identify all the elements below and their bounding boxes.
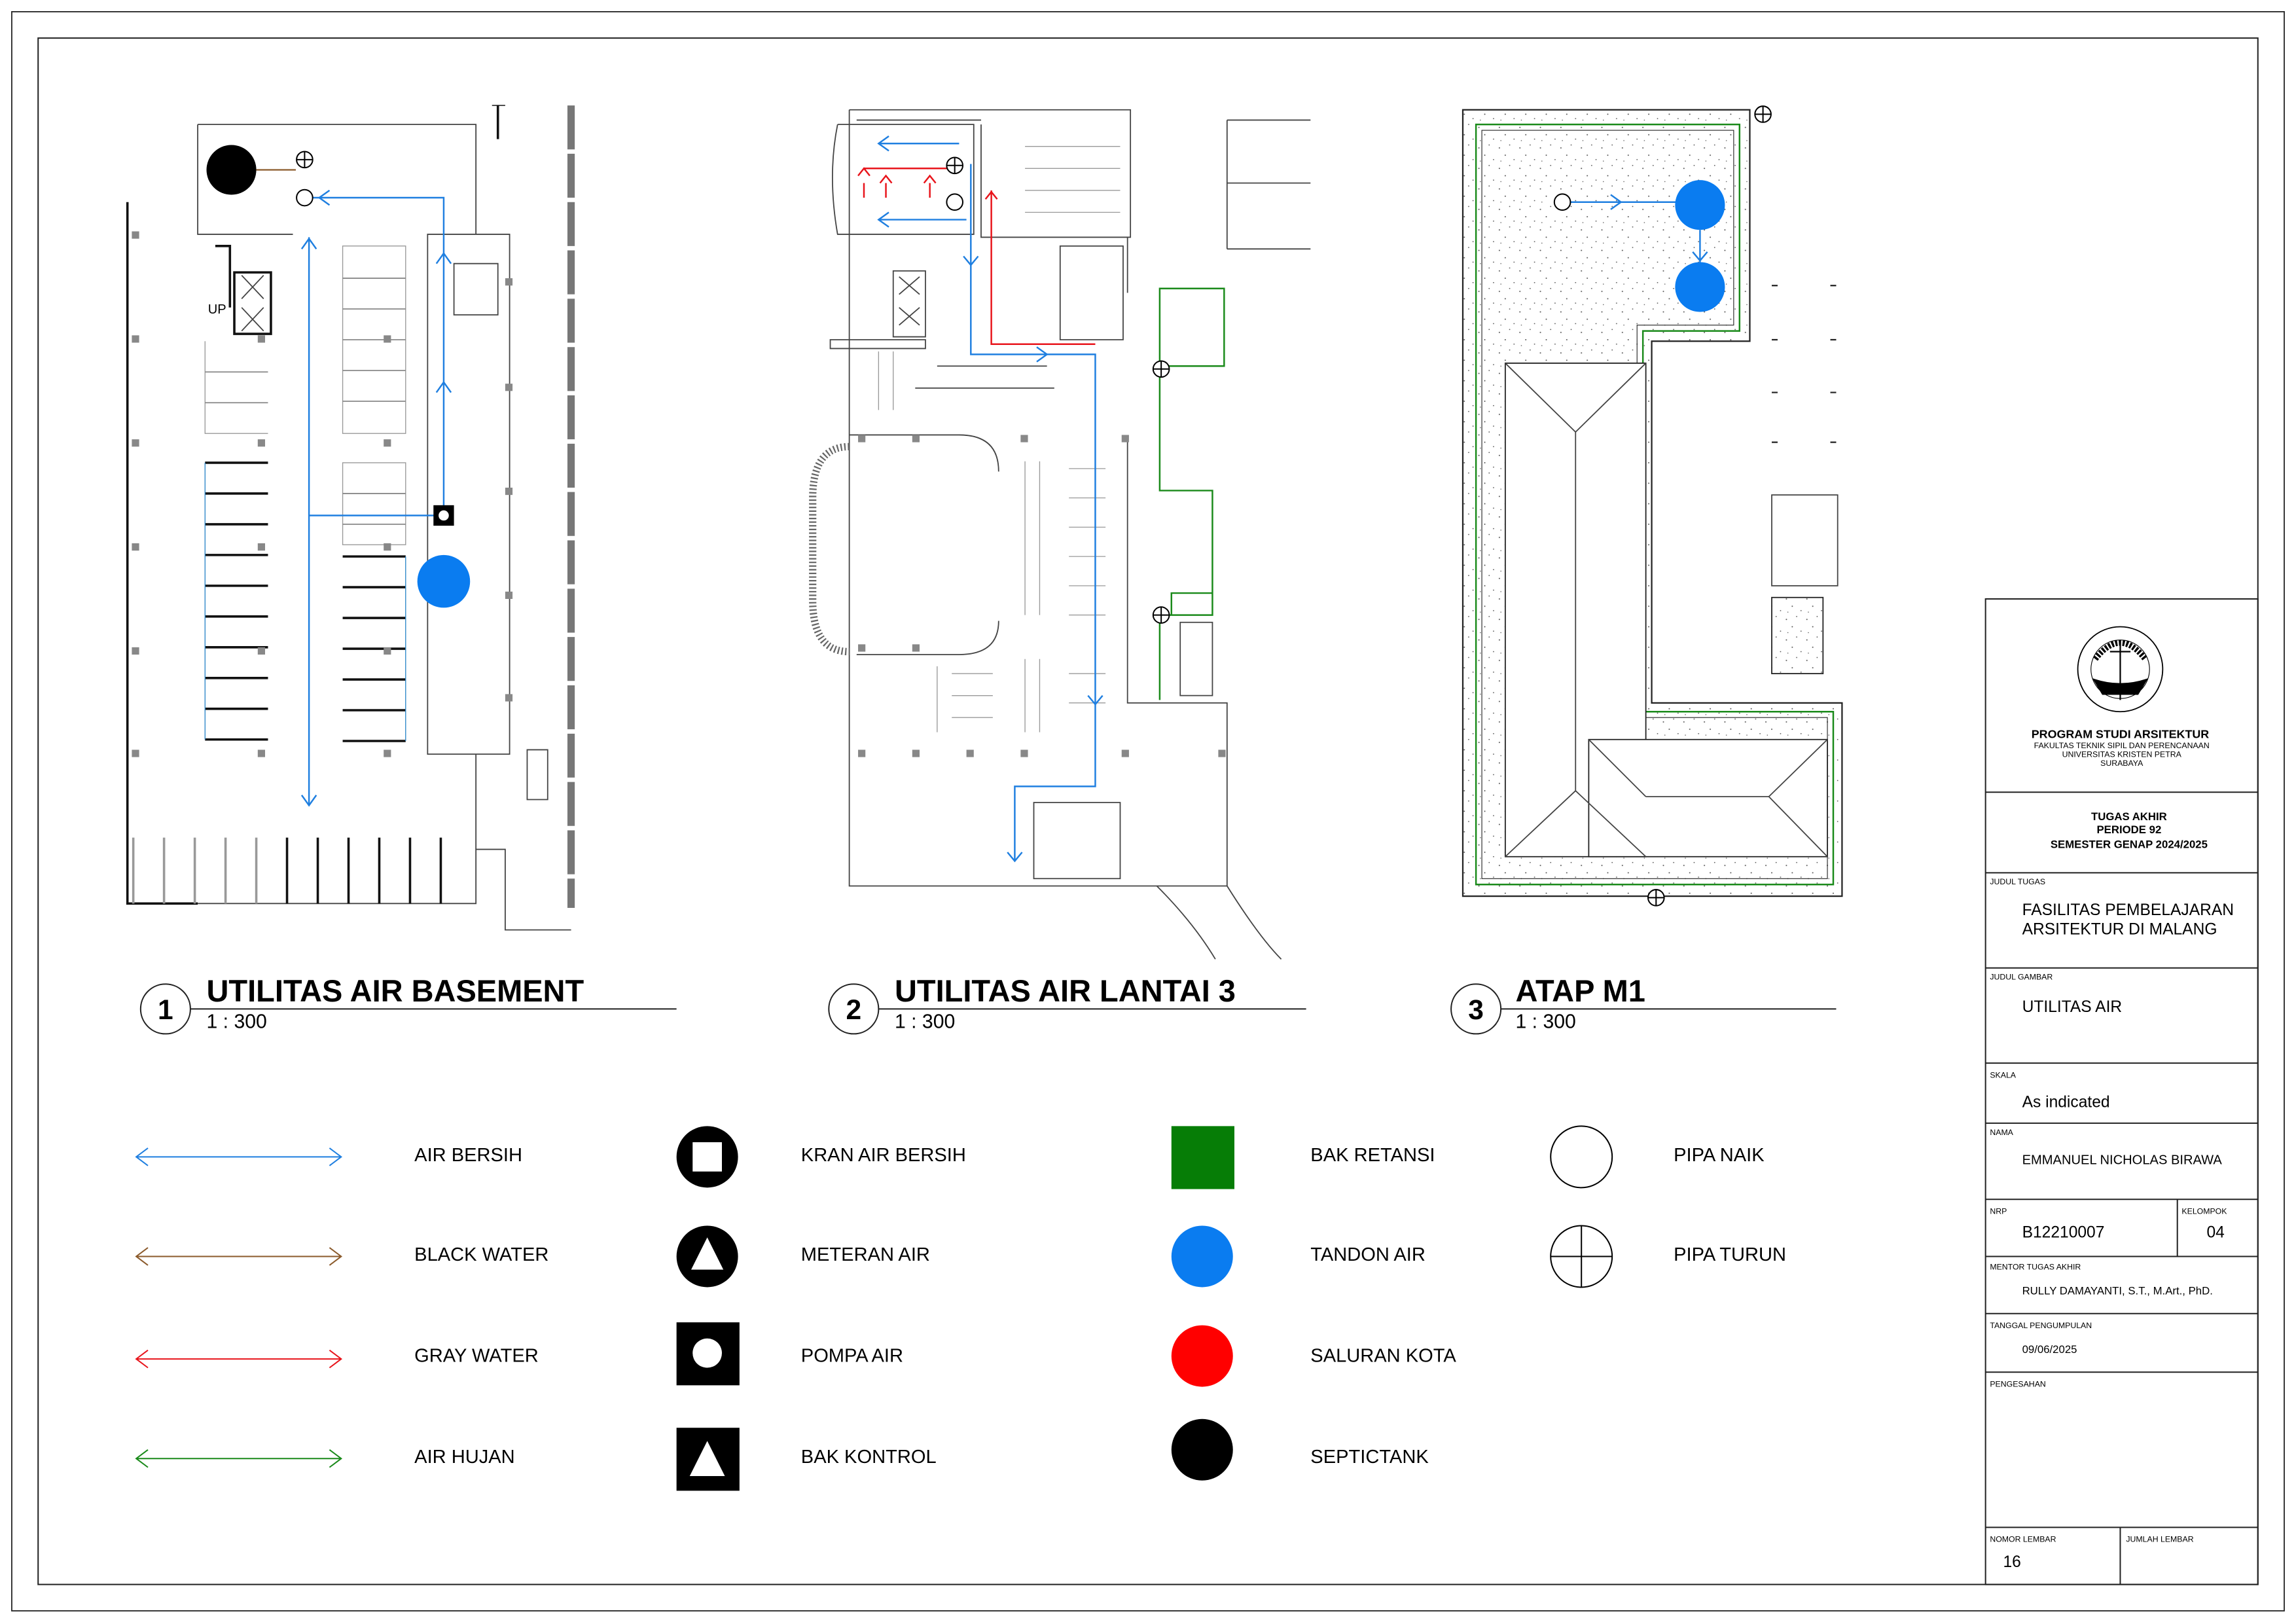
group-value: 04 xyxy=(2206,1223,2224,1241)
project-title-2: ARSITEKTUR DI MALANG xyxy=(2022,920,2217,938)
crossed-circle-icon xyxy=(1550,1225,1613,1288)
city-name: SURABAYA xyxy=(2100,759,2144,768)
legend-gray-water: GRAY WATER xyxy=(135,1346,539,1369)
plan-atap-m1 xyxy=(1462,105,1843,907)
double-arrow-icon xyxy=(135,1247,343,1266)
legend-label: SEPTICTANK xyxy=(1310,1447,1429,1468)
up-label: UP xyxy=(208,302,226,317)
legend: AIR BERSIH BLACK WATER GRAY WATER AIR HU… xyxy=(135,1125,1786,1491)
field-label: NRP xyxy=(1990,1207,2007,1216)
legend-label: BAK RETANSI xyxy=(1310,1145,1435,1166)
drawing-name: UTILITAS AIR xyxy=(2022,998,2123,1016)
legend-saluran-kota: SALURAN KOTA xyxy=(1171,1325,1456,1387)
field-label: JUDUL GAMBAR xyxy=(1990,973,2053,982)
field-label: NAMA xyxy=(1990,1128,2013,1137)
field-label: NOMOR LEMBAR xyxy=(1990,1535,2056,1544)
field-label: JUDUL TUGAS xyxy=(1990,877,2045,886)
legend-air-hujan: AIR HUJAN xyxy=(135,1447,515,1468)
drawing-number: 2 xyxy=(846,995,862,1026)
legend-label: PIPA NAIK xyxy=(1674,1145,1765,1166)
legend-label: AIR HUJAN xyxy=(414,1447,514,1468)
legend-pipa-turun: PIPA TURUN xyxy=(1550,1225,1786,1288)
circle-square-icon xyxy=(676,1126,738,1188)
legend-label: GRAY WATER xyxy=(414,1346,539,1367)
drawing-title: ATAP M1 xyxy=(1516,973,1645,1008)
field-label: TANGGAL PENGUMPULAN xyxy=(1990,1321,2092,1330)
double-arrow-icon xyxy=(135,1349,343,1369)
double-arrow-icon xyxy=(135,1449,343,1468)
legend-tandon-air: TANDON AIR xyxy=(1171,1225,1426,1288)
drawing-scale: 1 : 300 xyxy=(895,1011,955,1032)
legend-label: SALURAN KOTA xyxy=(1310,1346,1456,1367)
legend-label: POMPA AIR xyxy=(801,1346,903,1367)
square-triangle-icon xyxy=(676,1428,740,1491)
drawing-title-2: 2 UTILITAS AIR LANTAI 3 1 : 300 xyxy=(828,973,1306,1035)
legend-septictank: SEPTICTANK xyxy=(1171,1418,1429,1481)
legend-bak-retansi: BAK RETANSI xyxy=(1171,1126,1435,1189)
task-line-3: SEMESTER GENAP 2024/2025 xyxy=(2051,838,2208,850)
plan-lantai-3 xyxy=(809,109,1311,960)
legend-label: BLACK WATER xyxy=(414,1244,548,1265)
program-name: PROGRAM STUDI ARSITEKTUR xyxy=(2032,728,2210,741)
title-block: PROGRAM STUDI ARSITEKTUR FAKULTAS TEKNIK… xyxy=(1984,598,2259,1585)
drawing-scale: 1 : 300 xyxy=(207,1011,267,1032)
legend-kran-air-bersih: KRAN AIR BERSIH xyxy=(676,1126,966,1188)
septictank-symbol xyxy=(206,145,257,195)
field-label: MENTOR TUGAS AKHIR xyxy=(1990,1263,2081,1272)
mentor-name: RULLY DAMAYANTI, S.T., M.Art., PhD. xyxy=(2022,1285,2213,1297)
drawing-number: 1 xyxy=(158,995,173,1026)
legend-label: AIR BERSIH xyxy=(414,1145,522,1166)
pipa-naik-symbol xyxy=(296,189,314,207)
legend-air-bersih: AIR BERSIH xyxy=(135,1145,522,1166)
square-circle-icon xyxy=(676,1322,740,1386)
field-label: JUMLAH LEMBAR xyxy=(2126,1535,2193,1544)
inner-border xyxy=(37,37,2259,1585)
university-name: UNIVERSITAS KRISTEN PETRA xyxy=(2062,750,2182,759)
student-name: EMMANUEL NICHOLAS BIRAWA xyxy=(2022,1153,2223,1168)
open-circle-icon xyxy=(1550,1125,1613,1189)
legend-label: BAK KONTROL xyxy=(801,1447,937,1468)
task-line-1: TUGAS AKHIR xyxy=(2091,810,2167,823)
submission-date: 09/06/2025 xyxy=(2022,1343,2077,1356)
legend-label: TANDON AIR xyxy=(1310,1244,1426,1265)
nrp-value: B12210007 xyxy=(2022,1223,2105,1241)
tandon-air-symbol xyxy=(417,554,471,608)
project-title-1: FASILITAS PEMBELAJARAN xyxy=(2022,901,2234,919)
legend-meteran-air: METERAN AIR xyxy=(676,1225,930,1288)
scale-value: As indicated xyxy=(2022,1093,2110,1111)
legend-pompa-air: POMPA AIR xyxy=(676,1322,903,1386)
field-label: PENGESAHAN xyxy=(1990,1380,2045,1389)
red-circle-icon xyxy=(1171,1325,1233,1387)
drawing-title: UTILITAS AIR LANTAI 3 xyxy=(895,973,1236,1008)
blue-circle-icon xyxy=(1171,1225,1233,1288)
green-square-icon xyxy=(1171,1126,1234,1189)
university-logo xyxy=(2077,626,2164,713)
legend-label: KRAN AIR BERSIH xyxy=(801,1145,966,1166)
drawing-scale: 1 : 300 xyxy=(1516,1011,1576,1032)
task-line-2: PERIODE 92 xyxy=(2097,823,2162,836)
plan-basement: UP xyxy=(126,105,575,931)
sheet-number: 16 xyxy=(2003,1553,2020,1571)
drawing-number: 3 xyxy=(1468,995,1484,1026)
legend-bak-kontrol: BAK KONTROL xyxy=(676,1428,937,1491)
drawing-title-3: 3 ATAP M1 1 : 300 xyxy=(1450,973,1837,1035)
black-circle-icon xyxy=(1171,1418,1233,1481)
drawing-title: UTILITAS AIR BASEMENT xyxy=(207,973,584,1008)
outer-border xyxy=(11,11,2285,1612)
legend-label: METERAN AIR xyxy=(801,1244,930,1265)
legend-black-water: BLACK WATER xyxy=(135,1244,548,1266)
legend-label: PIPA TURUN xyxy=(1674,1244,1786,1265)
legend-pipa-naik: PIPA NAIK xyxy=(1550,1125,1765,1189)
circle-triangle-icon xyxy=(676,1225,738,1288)
drawing-title-1: 1 UTILITAS AIR BASEMENT 1 : 300 xyxy=(139,973,677,1035)
field-label: SKALA xyxy=(1990,1071,2016,1080)
field-label: KELOMPOK xyxy=(2181,1207,2227,1216)
double-arrow-icon xyxy=(135,1147,343,1166)
faculty-name: FAKULTAS TEKNIK SIPIL DAN PERENCANAAN xyxy=(2034,741,2210,750)
